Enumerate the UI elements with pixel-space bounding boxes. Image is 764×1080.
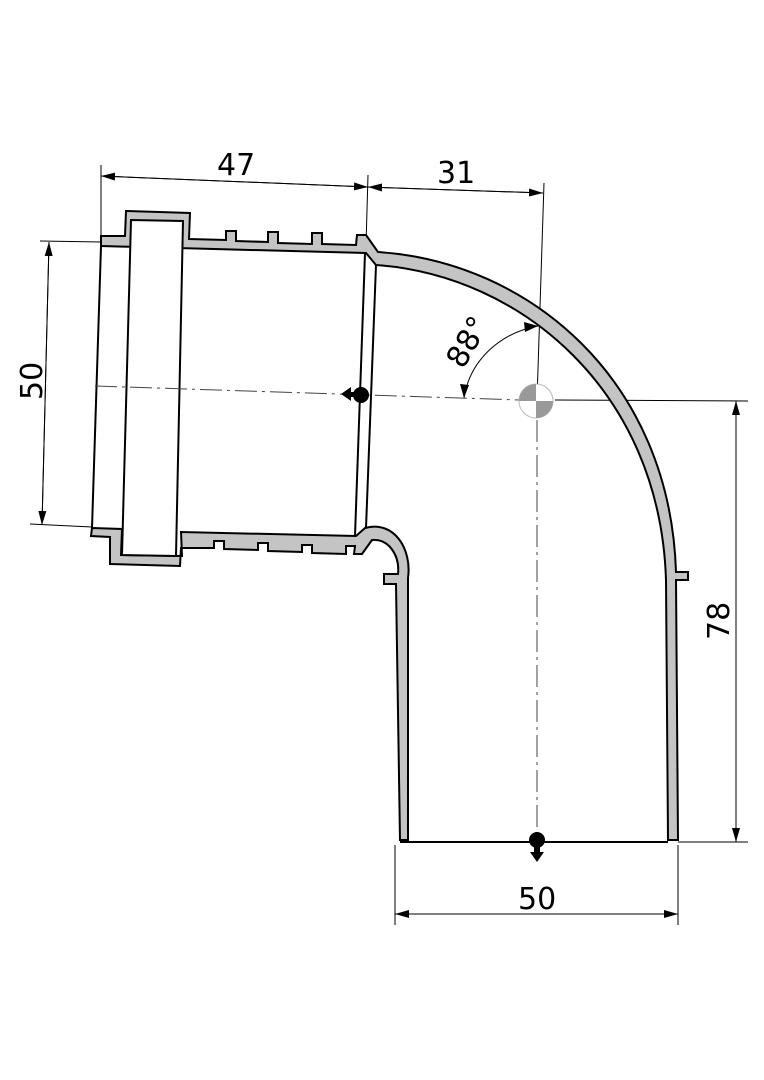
dim-height: 78 xyxy=(702,602,737,640)
seal-ring xyxy=(120,218,185,558)
dim-socket-diameter: 50 xyxy=(15,362,50,400)
dimension-lines xyxy=(38,172,740,918)
inlet-flow-marker xyxy=(341,387,369,403)
dim-socket-length: 47 xyxy=(217,148,255,183)
socket-lower-wall xyxy=(89,525,410,841)
dim-outlet-diameter: 50 xyxy=(518,882,556,917)
outlet-flow-marker xyxy=(529,832,545,862)
dim-offset-horizontal: 31 xyxy=(437,156,475,191)
centerlines xyxy=(94,385,538,835)
dim-angle: 88° xyxy=(440,310,497,374)
center-point-marker xyxy=(518,383,554,419)
socket-upper-wall xyxy=(100,209,689,841)
